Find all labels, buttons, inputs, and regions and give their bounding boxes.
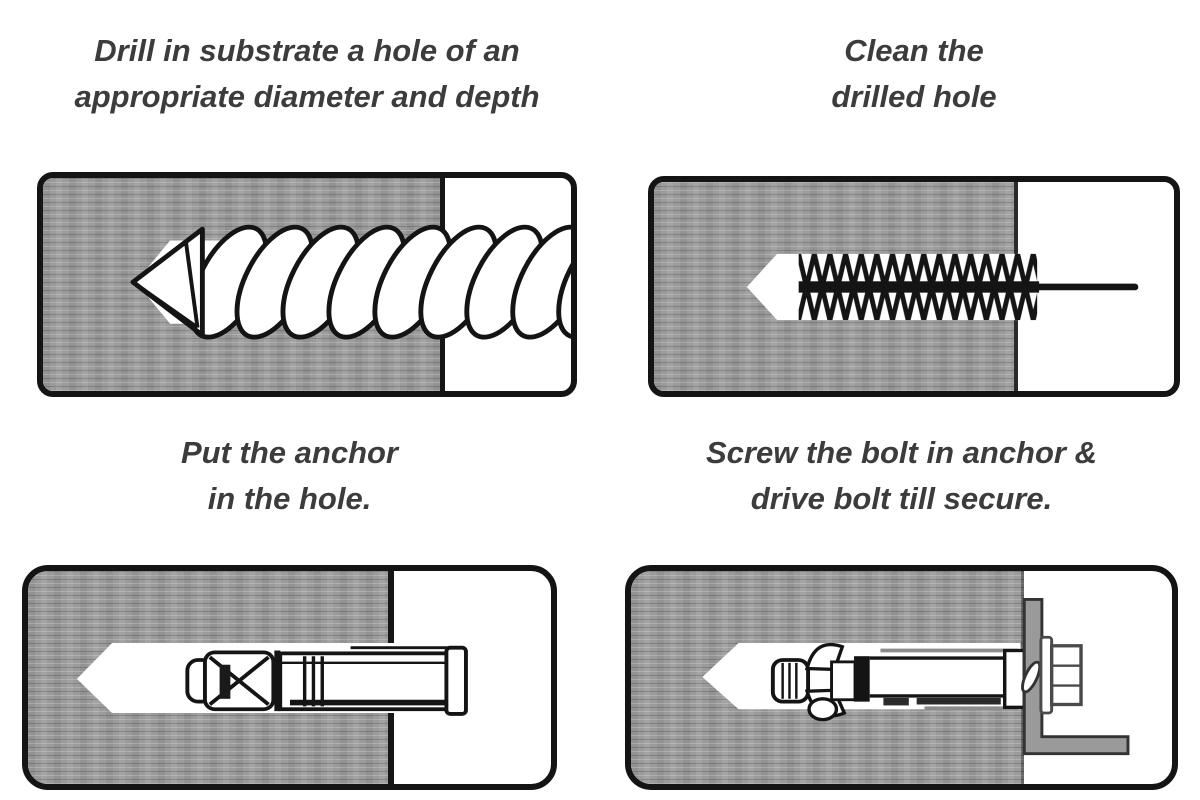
angle-bracket (1022, 597, 1130, 756)
step-2-panel (648, 176, 1180, 397)
drill-bit-graphic (130, 224, 571, 340)
step-3-panel (22, 565, 557, 790)
step-4-caption: Screw the bolt in anchor & drive bolt ti… (706, 435, 1097, 516)
substrate-texture (43, 178, 446, 391)
step-2-caption: Clean the drilled hole (831, 33, 997, 114)
step-4-panel (625, 565, 1178, 790)
hex-nut (1049, 644, 1083, 707)
step-1-panel (37, 172, 577, 397)
bolt-and-bracket-graphic (702, 597, 1130, 756)
step-1-caption: Drill in substrate a hole of an appropri… (74, 33, 540, 114)
cleaning-brush-graphic (746, 253, 1139, 321)
sleeve-anchor-graphic (76, 642, 468, 716)
step-3-caption: Put the anchor in the hole. (180, 435, 398, 516)
